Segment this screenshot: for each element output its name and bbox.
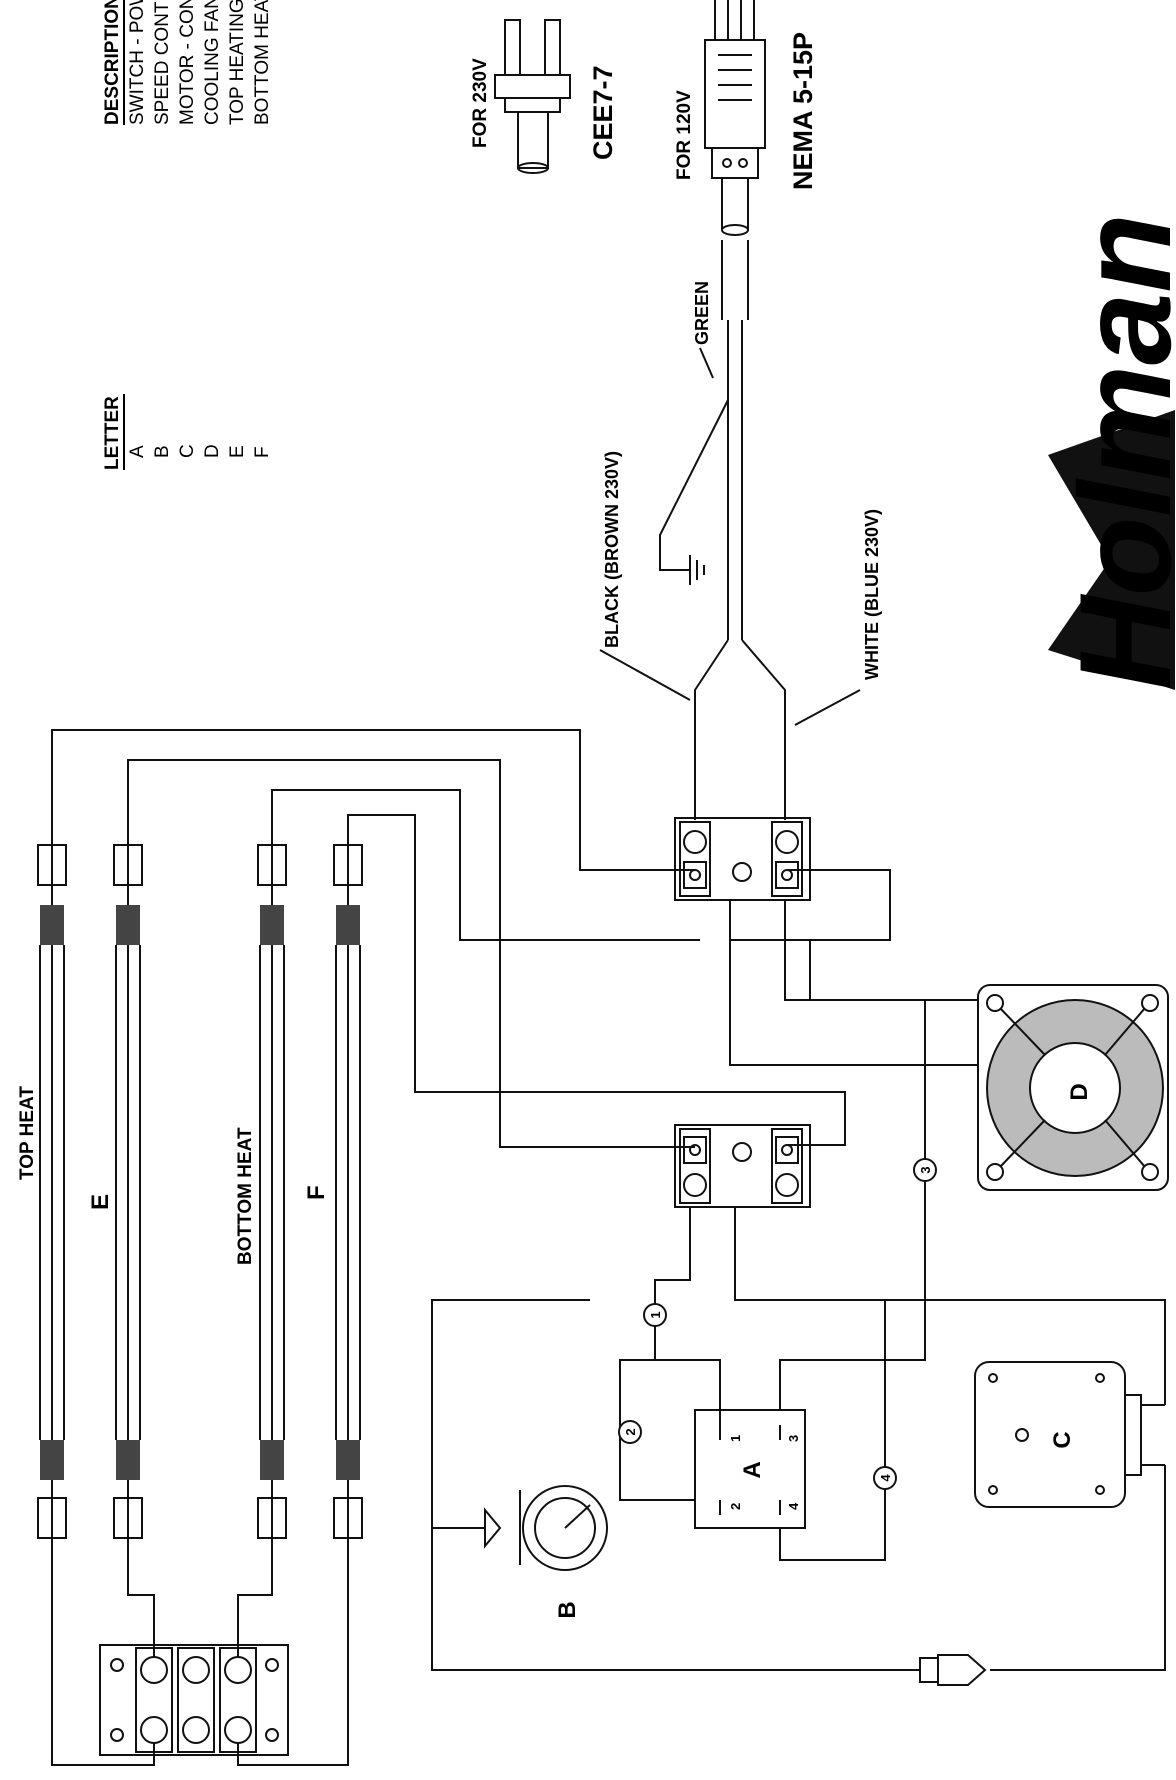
speed-control <box>484 1485 608 1571</box>
motor-letter: C <box>1049 1431 1076 1448</box>
conveyor-motor <box>974 1361 1165 1508</box>
bottom-heat-label: BOTTOM HEAT <box>235 1127 256 1265</box>
holman-logo <box>1048 410 1175 690</box>
wire-number-1: 1 <box>648 1311 663 1318</box>
brand-logotype: Holman <box>1052 213 1176 690</box>
heating-tubes <box>37 840 363 1715</box>
plug-for-120v: FOR 120V <box>674 90 695 180</box>
wire-black-label: BLACK (BROWN 230V) <box>602 451 622 648</box>
inline-connector <box>919 1654 987 1686</box>
cee-plug <box>494 19 571 174</box>
switch-letter: A <box>739 1461 766 1478</box>
terminal-block-lower <box>674 1124 811 1208</box>
bottom-terminal-strip <box>99 1644 289 1756</box>
wire-number-2: 2 <box>623 1428 638 1435</box>
wire-number-3: 3 <box>918 1166 933 1173</box>
legend-desc-b: SPEED CONTROL <box>152 0 173 125</box>
legend-letter-e: E <box>227 445 248 458</box>
wire-green-label: GREEN <box>692 281 712 345</box>
speed-letter: B <box>554 1601 581 1618</box>
legend-letter-a: A <box>127 445 148 458</box>
switch-pin-3: 3 <box>786 1435 801 1442</box>
plug-for-230v: FOR 230V <box>470 58 491 148</box>
top-heat-letter: E <box>87 1194 114 1210</box>
switch-pin-1: 1 <box>728 1435 743 1442</box>
legend-letter-d: D <box>202 444 223 458</box>
switch-pin-4: 4 <box>786 1502 801 1510</box>
legend-letter-c: C <box>177 444 198 458</box>
power-saver-switch <box>694 1409 806 1529</box>
legend-desc-c: MOTOR - CONVYEOR <box>177 0 198 125</box>
legend-desc-e: TOP HEATING ELEMENTS <box>227 0 248 125</box>
fan-letter: D <box>1066 1083 1093 1100</box>
ground-symbol <box>659 399 729 585</box>
bottom-heat-letter: F <box>303 1185 330 1200</box>
plug-nema-label: NEMA 5-15P <box>788 32 818 190</box>
wire-number-4: 4 <box>878 1474 893 1482</box>
legend-desc-d: COOLING FAN <box>202 0 223 125</box>
wire-white-label: WHITE (BLUE 230V) <box>862 509 882 680</box>
terminal-block-upper <box>674 817 811 901</box>
legend-desc-f: BOTTOM HEATING ELEMENTS <box>252 0 273 125</box>
legend-header-description: DESCRIPTION <box>102 0 123 125</box>
top-heat-label: TOP HEAT <box>17 1086 38 1180</box>
legend-letter-f: F <box>252 446 273 458</box>
legend-desc-a: SWITCH - POWER SAVER <box>127 0 148 125</box>
legend-table: LETTER DESCRIPTION A B C D E F SWITCH - … <box>102 0 273 470</box>
switch-pin-2: 2 <box>728 1503 743 1510</box>
cooling-fan <box>977 984 1169 1191</box>
plug-cee-label: CEE7-7 <box>588 65 618 160</box>
nema-plug <box>704 0 766 640</box>
legend-header-letter: LETTER <box>102 396 123 470</box>
legend-letter-b: B <box>152 445 173 458</box>
wire-number-bubbles <box>618 1158 937 1490</box>
